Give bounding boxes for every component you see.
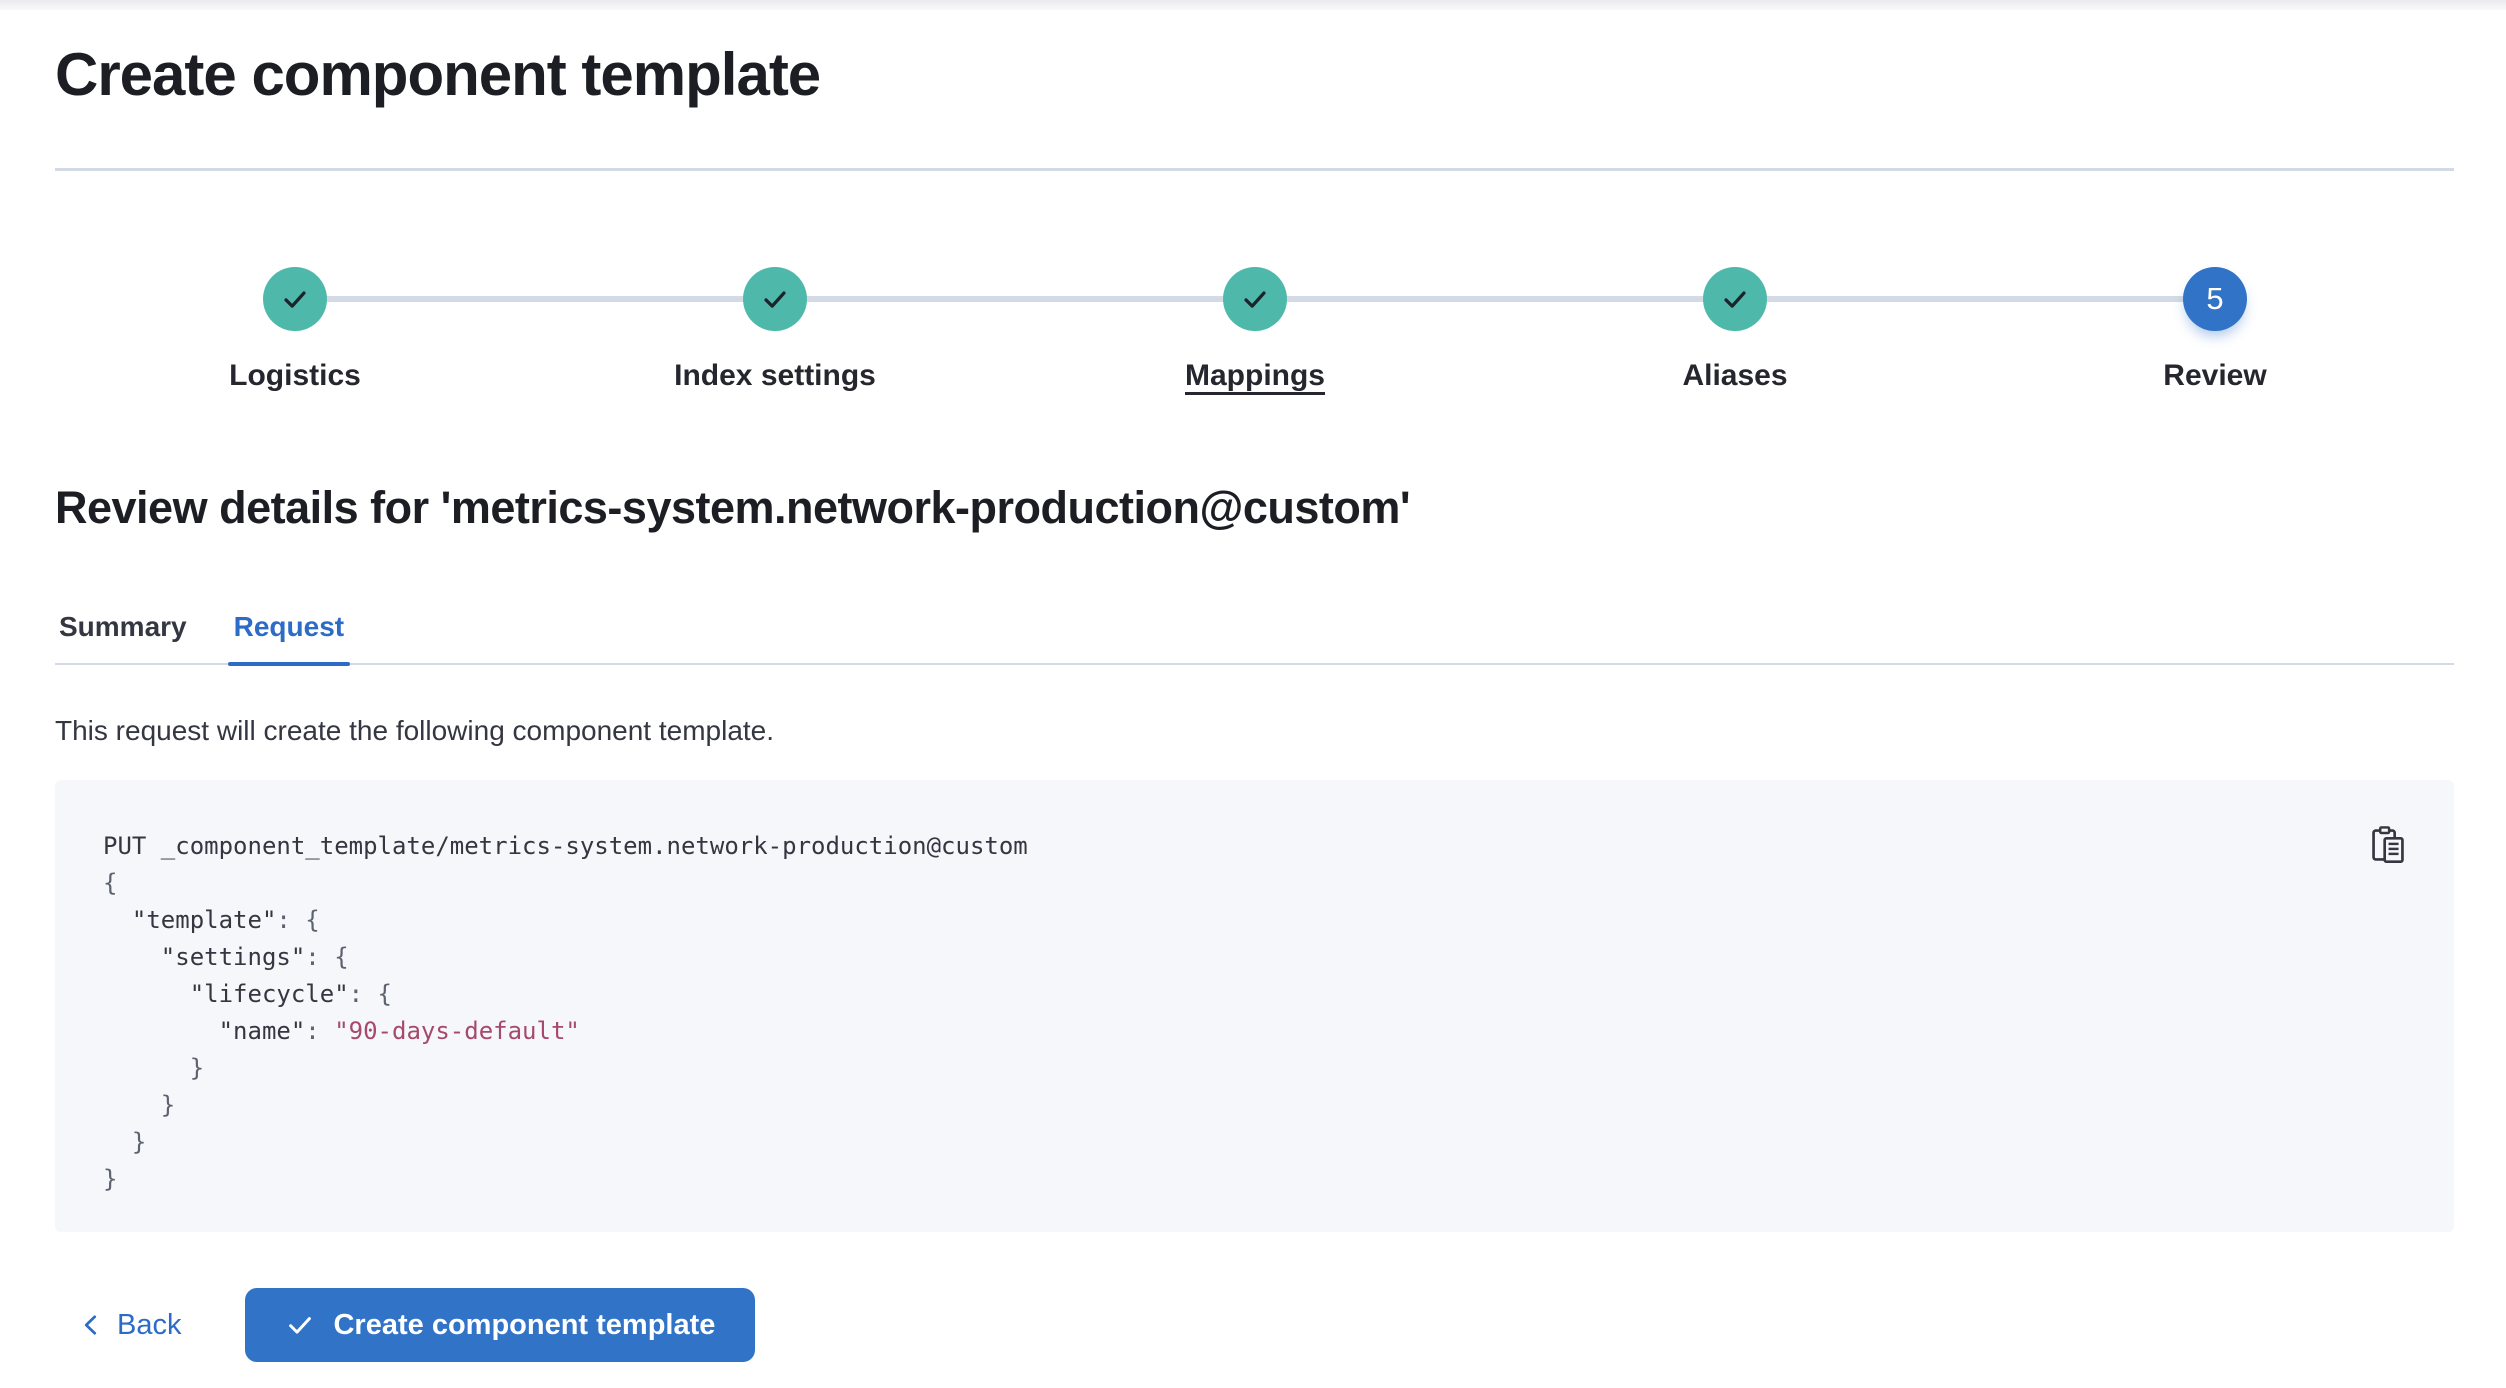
- step-complete-check-icon: [743, 267, 807, 331]
- step-label: Index settings: [674, 359, 876, 392]
- tab-summary[interactable]: Summary: [57, 609, 189, 663]
- check-icon: [1724, 291, 1746, 308]
- check-icon: [289, 1317, 312, 1334]
- code-line: }: [103, 1091, 176, 1119]
- code-line: "template": {: [131, 906, 320, 934]
- step-label: Mappings: [1185, 359, 1325, 392]
- review-heading: Review details for 'metrics-system.netwo…: [55, 482, 1411, 533]
- request-description: This request will create the following c…: [55, 715, 775, 746]
- create-button-label: Create component template: [333, 1308, 716, 1341]
- request-code-lines: PUT _component_template/metrics-system.n…: [103, 828, 2334, 1198]
- code-line: PUT _component_template/metrics-system.n…: [103, 832, 1028, 860]
- step-label: Logistics: [229, 359, 361, 392]
- code-line: }: [103, 1128, 147, 1156]
- step-label: Review: [2163, 359, 2267, 392]
- request-code-block: PUT _component_template/metrics-system.n…: [55, 780, 2454, 1232]
- check-icon: [764, 291, 786, 308]
- step-complete-check-icon: [1703, 267, 1767, 331]
- code-line: }: [103, 1165, 118, 1193]
- back-button[interactable]: Back: [79, 1309, 181, 1342]
- create-component-template-button[interactable]: Create component template: [245, 1288, 756, 1362]
- copy-button[interactable]: [2366, 822, 2410, 868]
- step-label: Aliases: [1682, 359, 1788, 392]
- step-number-badge: 5: [2183, 267, 2247, 331]
- clipboard-copy-icon: [2372, 826, 2404, 863]
- title-divider: [55, 168, 2454, 171]
- step-complete-check-icon: [263, 267, 327, 331]
- code-line: "name": "90-days-default": [218, 1017, 580, 1045]
- code-line: "lifecycle": {: [189, 980, 393, 1008]
- stepper-step-aliases[interactable]: Aliases: [1495, 267, 1975, 395]
- create-component-template-page: Create component template Logistics Index…: [0, 32, 2506, 1362]
- tab-bar: Summary Request: [55, 609, 2454, 666]
- code-line: "settings": {: [160, 943, 349, 971]
- code-line: {: [103, 869, 118, 897]
- chevron-left-icon: [84, 1315, 97, 1335]
- tab-request[interactable]: Request: [227, 609, 351, 666]
- wizard-footer: Back Create component template: [55, 1288, 2454, 1362]
- check-icon: [284, 291, 306, 308]
- stepper-step-logistics[interactable]: Logistics: [55, 267, 535, 395]
- page-title: Create component template: [55, 41, 821, 108]
- stepper-step-mappings[interactable]: Mappings: [1015, 267, 1495, 395]
- step-complete-check-icon: [1223, 267, 1287, 331]
- code-line: }: [103, 1054, 205, 1082]
- check-icon: [1244, 291, 1266, 308]
- back-button-label: Back: [117, 1308, 182, 1341]
- stepper-step-index-settings[interactable]: Index settings: [535, 267, 1015, 395]
- window-top-edge: [0, 0, 2506, 10]
